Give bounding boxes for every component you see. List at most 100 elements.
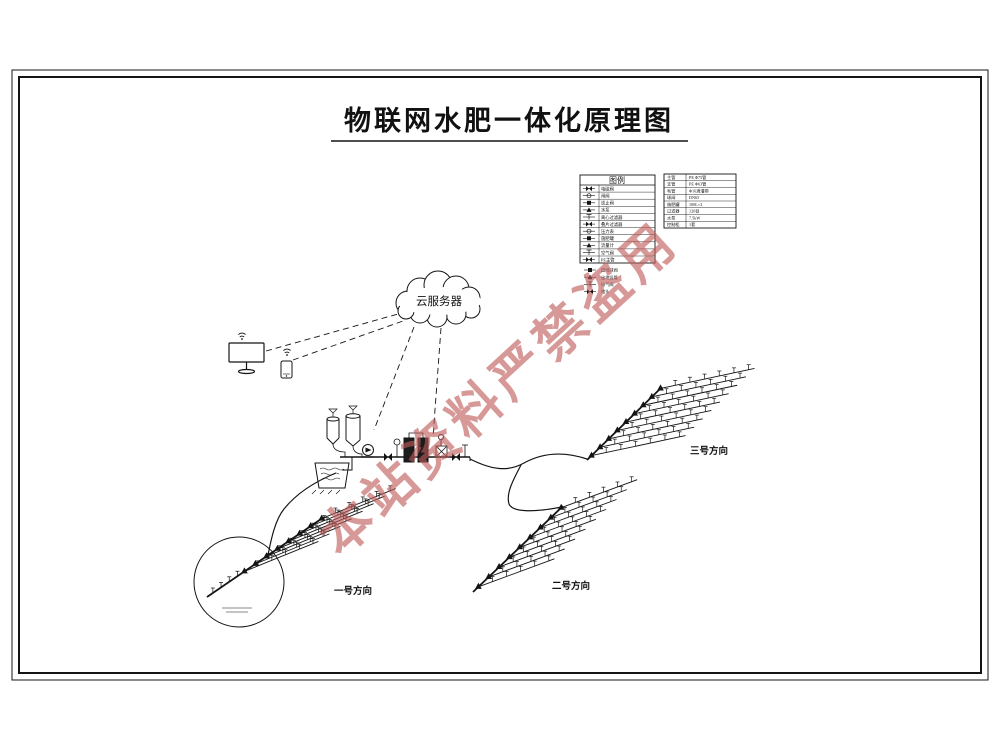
link-cloud-equipment [432, 327, 442, 438]
field-lateral-pipe [550, 489, 628, 519]
materials-spec-label: 120目 [689, 209, 699, 215]
materials-spec-label: PE Φ63管 [689, 181, 706, 188]
legend-row-label: 电磁阀 [601, 185, 614, 192]
field-lateral-pipe [591, 435, 686, 457]
field-lateral-pipe [608, 418, 703, 440]
field2-label: 二号方向 [552, 580, 590, 592]
cloud-server-icon: 云服务器 [395, 270, 481, 328]
riser-valve-icon [307, 522, 314, 529]
riser-valve-icon [506, 553, 513, 560]
riser-valve-icon [495, 563, 503, 570]
legend-row-label: 压力表 [601, 228, 615, 235]
legend-extra-label: 堵头 [601, 288, 609, 295]
riser-valve-icon [516, 543, 524, 550]
riser-valve-icon [274, 544, 281, 551]
legend-row-label: 施肥罐 [601, 235, 615, 242]
legend-extra-label: 田间球阀 [601, 267, 618, 274]
riser-valve-icon [475, 582, 482, 589]
legend-border [579, 174, 656, 264]
field-lateral-pipe [310, 495, 385, 527]
field-lateral-pipe [634, 393, 729, 415]
materials-spec-label: Φ16滴灌带 [689, 187, 709, 194]
irrigation-field [206, 485, 396, 598]
legend-extra-label: 排气阀 [601, 281, 614, 288]
irrigation-field [586, 364, 755, 461]
field-lateral-pipe [299, 503, 374, 535]
field-lateral-pipe [540, 499, 617, 528]
wifi-icon [238, 332, 246, 340]
riser-valve-icon [657, 384, 664, 391]
valve-symbol-icon [587, 289, 593, 295]
riser-valve-icon [622, 418, 630, 425]
phone-icon [280, 360, 293, 379]
wifi-icon [283, 348, 291, 356]
page-title: 物联网水肥一体化原理图 [344, 106, 674, 136]
legend-row-label: 空气阀 [601, 249, 614, 256]
field-lateral-pipe [561, 479, 638, 509]
legend-row-label: 离心过滤器 [601, 214, 623, 221]
link-cloud-controller [373, 326, 415, 431]
frame-inner [18, 76, 982, 674]
riser-valve-icon [241, 567, 248, 574]
circle-symbol-icon [586, 228, 592, 234]
valve-symbol-icon [586, 186, 592, 192]
legend-row-label: PE主管 [601, 256, 615, 263]
field-lateral-pipe [478, 558, 555, 588]
valve-symbol-icon [586, 257, 592, 263]
field-lateral-pipe [643, 384, 738, 406]
riser-valve-icon [296, 529, 303, 536]
monitoring-devices [228, 332, 293, 379]
field-lateral-pipe [266, 525, 341, 557]
materials-spec-label: 1套 [689, 221, 696, 228]
field-lateral-pipe [244, 540, 319, 572]
legend-extra-label: 出地竖管 [601, 274, 618, 281]
pump-icon [362, 444, 374, 458]
irrigation-fields [206, 364, 755, 598]
field-lateral-pipe [509, 528, 586, 558]
field-lateral-pipe [277, 518, 352, 550]
field-lateral-pipe [288, 510, 363, 542]
materials-spec-label: PE Φ75管 [689, 174, 706, 181]
field-supply-pipes [267, 453, 588, 556]
circle-symbol-icon [586, 193, 592, 199]
triangle-symbol-icon [586, 242, 592, 248]
materials-item-label: 过滤器 [667, 208, 680, 215]
irrigation-field [472, 476, 638, 593]
fertilizer-tank-icon [345, 405, 363, 457]
field-lateral-pipe [321, 488, 396, 520]
pressure-gauge-icon [437, 433, 444, 446]
riser-valve-icon [588, 451, 595, 458]
fertigation-equipment [311, 405, 471, 495]
riser-valve-icon [252, 559, 259, 566]
field1-label: 一号方向 [334, 585, 372, 597]
riser-valve-icon [639, 401, 647, 408]
pipe-to-field3 [469, 453, 588, 470]
materials-item-label: 支管 [667, 181, 675, 188]
riser-valve-icon [614, 426, 621, 433]
field-lateral-pipe [651, 376, 746, 398]
triangle-symbol-icon [587, 274, 593, 280]
control-valve-icon [435, 445, 448, 458]
materials-item-label: 水泵 [667, 214, 675, 220]
materials-spec-label: 7.5kW [689, 215, 700, 220]
riser-valve-icon [648, 392, 656, 399]
rect-symbol-icon [587, 236, 591, 241]
legend-row-label: 闸阀 [601, 193, 610, 200]
field-lateral-pipe [255, 533, 330, 565]
cloud-label: 云服务器 [416, 294, 462, 308]
legend-title: 图例 [609, 175, 625, 185]
filter-icon [403, 432, 429, 463]
riser-valve-icon [547, 513, 555, 520]
materials-item-label: 施肥罐 [667, 201, 680, 208]
legend-row-label: 叠片过滤器 [601, 221, 623, 228]
legend-row-label: 水泵 [601, 207, 610, 213]
field-lateral-pipe [625, 401, 721, 423]
valve-symbol-icon [586, 221, 592, 227]
materials-spec-label: DN65 [689, 195, 699, 200]
